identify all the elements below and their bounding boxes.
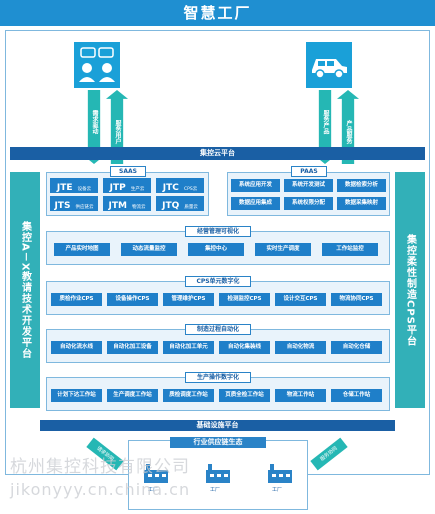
section-item: 实时生产调度 [255, 243, 311, 256]
section-item: 仓储工作站 [331, 389, 382, 402]
section-item: 自动化加工单元 [163, 341, 214, 354]
section-item: 质检作业CPS [51, 293, 102, 306]
truck-icon [306, 42, 352, 88]
section-item: 生产调度工作站 [107, 389, 158, 402]
right-platform-label: 集控柔性制造CPS平台 [395, 172, 425, 408]
section-item: 计划下达工作站 [51, 389, 102, 402]
saas-item: JTQ 质量云 [156, 196, 204, 211]
section-item: 动态流量监控 [121, 243, 177, 256]
cloud-platform-bar: 集控云平台 [10, 147, 425, 160]
arrow-demand: 需求驱动 [83, 90, 105, 164]
arrow-serve-product: 服务产品 [314, 90, 336, 164]
section-label: 生产操作数字化 [185, 372, 251, 383]
factory-icon [142, 462, 170, 484]
watermark-url: jikonyyy.cn.china.cn [10, 480, 191, 499]
paas-item: 系统权限分配 [284, 197, 333, 210]
left-platform-label: 集控A－X教请技术开发平台 [10, 172, 40, 408]
factory-label: 工厂 [272, 487, 283, 493]
section-item: 物流工作站 [275, 389, 326, 402]
saas-item: JTP 生产云 [103, 178, 151, 193]
section-label: CPS单元数字化 [185, 276, 251, 287]
section-item: 检测监控CPS [219, 293, 270, 306]
paas-item: 系统开发测试 [284, 179, 333, 192]
factory-label: 工厂 [210, 487, 221, 493]
section-item: 自动化仓储 [331, 341, 382, 354]
meeting-people-icon [74, 42, 120, 88]
arrow-product-service: 产品服务 [337, 90, 359, 164]
factory-icon [204, 462, 232, 484]
section-item: 自动化加工设备 [107, 341, 158, 354]
infra-platform-bar: 基础设施平台 [40, 420, 395, 431]
section-item: 物流协同CPS [331, 293, 382, 306]
section-item: 自动化物流 [275, 341, 326, 354]
paas-item: 数据检索分析 [337, 179, 386, 192]
section-item: 管理维护CPS [163, 293, 214, 306]
section-item: 工作站监控 [322, 243, 378, 256]
section-item: 质检调度工作站 [163, 389, 214, 402]
section-item: 设计交互CPS [275, 293, 326, 306]
saas-item: JTC CPS云 [156, 178, 204, 193]
arrow-serve-user: 服务用户 [106, 90, 128, 164]
saas-item: JTE 设备云 [50, 178, 98, 193]
section-item: 集控中心 [188, 243, 244, 256]
factory-icon [266, 462, 294, 484]
section-item: 设备操作CPS [107, 293, 158, 306]
section-item: 自动化集装线 [219, 341, 270, 354]
saas-item: JTM 物流云 [103, 196, 151, 211]
watermark-company: 杭州集控科技有限公司 [10, 457, 190, 477]
paas-item: 数据采集映射 [337, 197, 386, 210]
section-label: 制造过程自动化 [185, 324, 251, 335]
page-title: 智慧工厂 [0, 0, 435, 26]
paas-item: 系统应用开发 [231, 179, 280, 192]
section-item: 页质全检工作站 [219, 389, 270, 402]
supply-chain-label: 行业供应链生态 [170, 437, 266, 448]
section-item: 产品实时地图 [54, 243, 110, 256]
factory-label: 工厂 [148, 487, 159, 493]
section-item: 自动化流水线 [51, 341, 102, 354]
paas-item: 数据应用集成 [231, 197, 280, 210]
section-label: 经营管理可视化 [185, 226, 251, 237]
paas-label: PAAS [291, 166, 327, 177]
saas-label: SAAS [110, 166, 146, 177]
saas-item: JTS 供应链云 [50, 196, 98, 211]
